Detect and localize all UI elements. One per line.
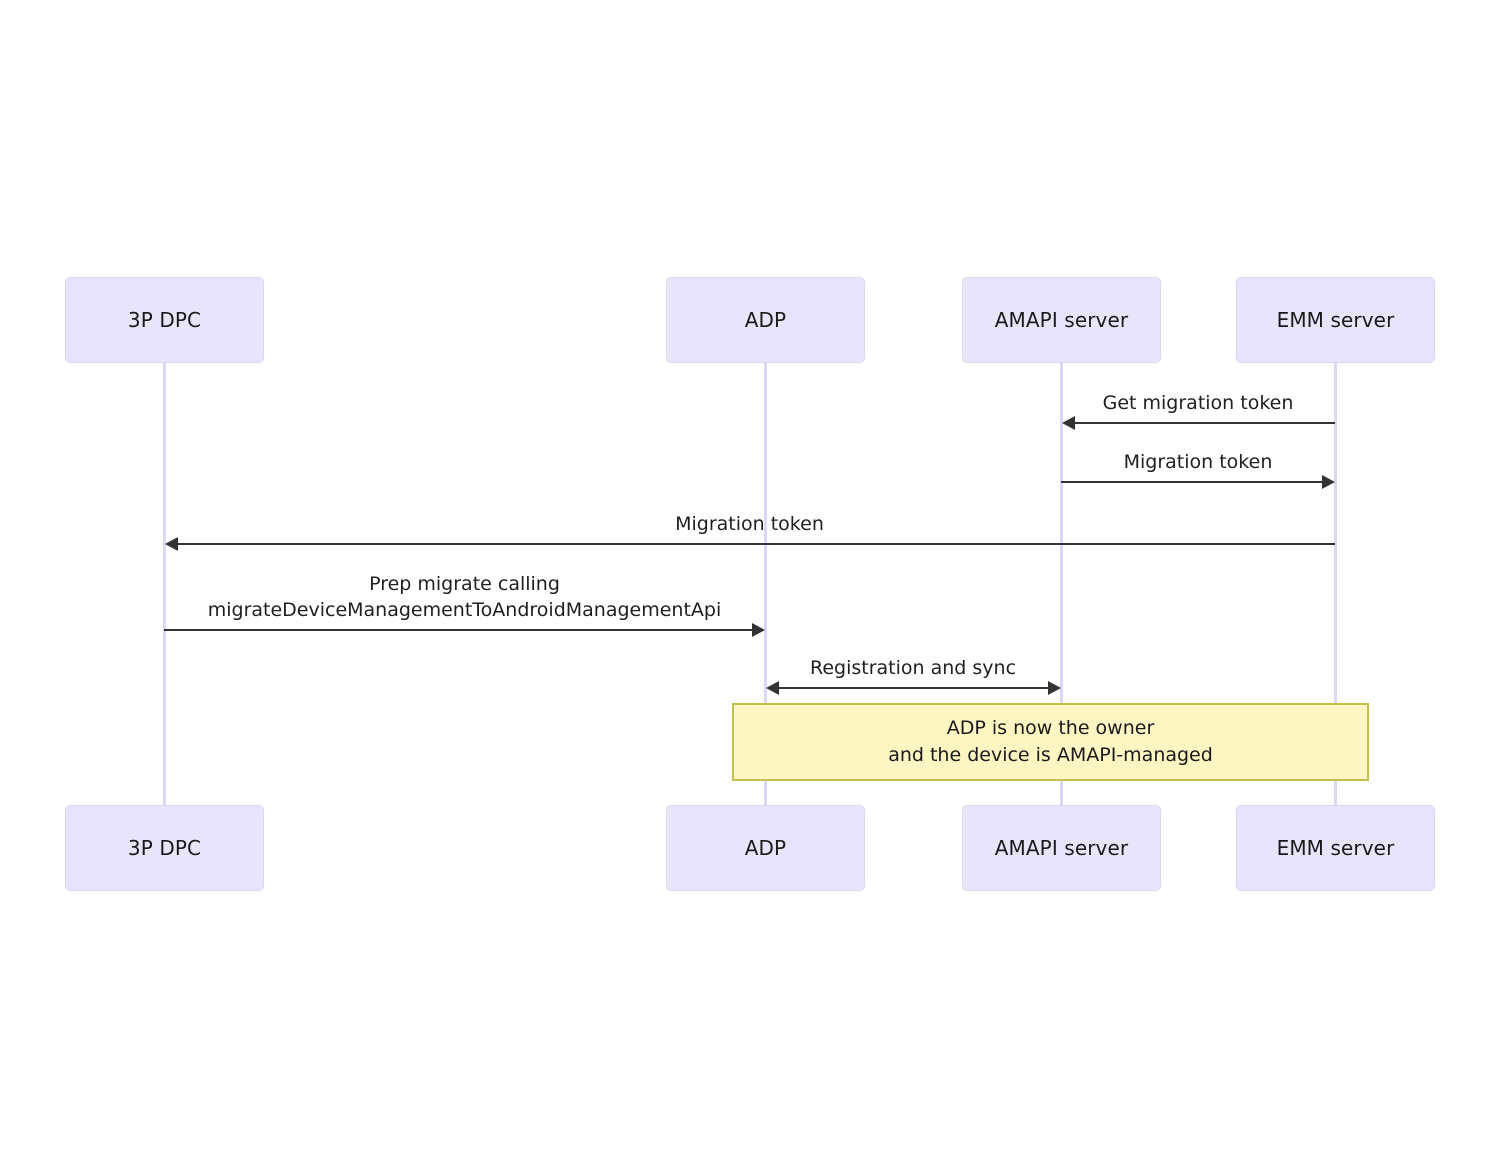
participant-box-adp-bottom[interactable]: ADP bbox=[666, 805, 865, 891]
participant-label-3p-dpc-bottom: 3P DPC bbox=[127, 836, 202, 860]
message-label-registration-and-sync: Registration and sync bbox=[809, 657, 1017, 679]
arrowhead-left-get-migration-token bbox=[1062, 416, 1075, 430]
arrowhead-right-registration-and-sync bbox=[1048, 681, 1061, 695]
message-label-migration-token-amapi-to-emm: Migration token bbox=[1123, 451, 1273, 473]
message-label-prep-migrate-line1: Prep migrate calling bbox=[369, 573, 560, 595]
participant-box-3p-dpc-top[interactable]: 3P DPC bbox=[65, 277, 264, 363]
message-line-prep-migrate bbox=[164, 629, 761, 631]
participant-box-3p-dpc-bottom[interactable]: 3P DPC bbox=[65, 805, 264, 891]
participant-box-emm-server-bottom[interactable]: EMM server bbox=[1236, 805, 1435, 891]
lifeline-3p-dpc bbox=[163, 363, 166, 805]
participant-label-adp-bottom: ADP bbox=[744, 836, 787, 860]
participant-box-amapi-server-bottom[interactable]: AMAPI server bbox=[962, 805, 1161, 891]
lifeline-adp bbox=[764, 363, 767, 805]
participant-label-adp-top: ADP bbox=[744, 308, 787, 332]
participant-box-adp-top[interactable]: ADP bbox=[666, 277, 865, 363]
participant-box-amapi-server-top[interactable]: AMAPI server bbox=[962, 277, 1161, 363]
participant-label-3p-dpc-top: 3P DPC bbox=[127, 308, 202, 332]
arrowhead-left-migration-token-emm-to-dpc bbox=[165, 537, 178, 551]
message-line-registration-and-sync bbox=[769, 687, 1057, 689]
lifeline-emm-server bbox=[1334, 363, 1337, 805]
message-label-migration-token-emm-to-dpc: Migration token bbox=[675, 513, 824, 535]
message-line-get-migration-token bbox=[1065, 422, 1335, 424]
note-adp-ownership: ADP is now the owner and the device is A… bbox=[732, 703, 1369, 781]
note-adp-ownership-text: ADP is now the owner and the device is A… bbox=[888, 717, 1213, 766]
message-line-migration-token-emm-to-dpc bbox=[168, 543, 1335, 545]
participant-label-amapi-server-bottom: AMAPI server bbox=[994, 836, 1129, 860]
participant-box-emm-server-top[interactable]: EMM server bbox=[1236, 277, 1435, 363]
message-label-prep-migrate: Prep migrate calling migrateDeviceManage… bbox=[164, 571, 765, 623]
arrowhead-left-registration-and-sync bbox=[766, 681, 779, 695]
message-label-prep-migrate-line2: migrateDeviceManagementToAndroidManageme… bbox=[207, 599, 722, 621]
participant-label-amapi-server-top: AMAPI server bbox=[994, 308, 1129, 332]
participant-label-emm-server-bottom: EMM server bbox=[1276, 836, 1395, 860]
lifeline-amapi-server bbox=[1060, 363, 1063, 805]
participant-label-emm-server-top: EMM server bbox=[1276, 308, 1395, 332]
message-line-migration-token-amapi-to-emm bbox=[1061, 481, 1331, 483]
arrowhead-right-migration-token-amapi-to-emm bbox=[1322, 475, 1335, 489]
arrowhead-right-prep-migrate bbox=[752, 623, 765, 637]
message-label-get-migration-token: Get migration token bbox=[1102, 392, 1294, 414]
